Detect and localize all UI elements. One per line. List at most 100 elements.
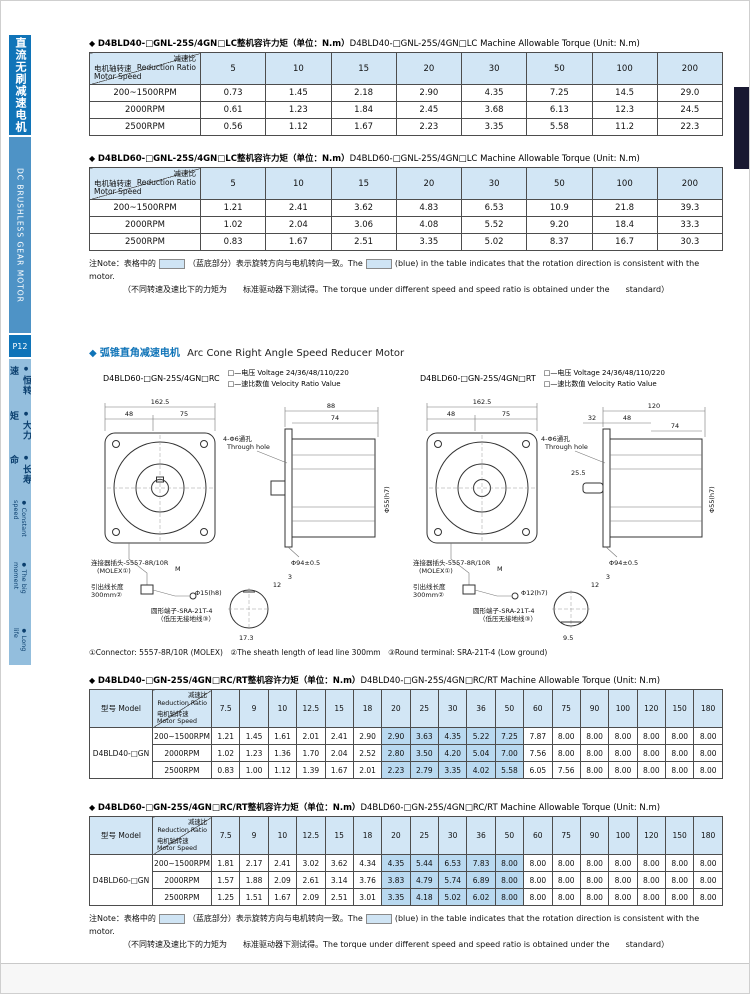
model-code: D4BLD60-□GN-25S/4GN□RT: [420, 374, 536, 384]
feature-item: 长寿命: [9, 455, 31, 494]
feature-item: Long life: [12, 628, 28, 662]
torque-value: 1.57: [210, 871, 241, 890]
torque-value: 8.00: [608, 727, 638, 746]
torque-value: 2.09: [267, 871, 298, 890]
sidebar-feature-list: 恒转速 大力矩 长寿命 Constant speed The big momen…: [9, 359, 31, 665]
torque-value: 1.12: [267, 761, 298, 780]
torque-value: 8.00: [693, 854, 723, 873]
dim-label: 25.5: [571, 469, 585, 477]
rotation-note-bottom: 注Note：表格中的（蓝底部分）表示旋转方向与电机转向一致。The(blue) …: [89, 913, 700, 949]
ratio-header: 20: [395, 167, 463, 200]
speed-row-header: 2500RPM: [152, 888, 212, 907]
torque-value: 1.84: [330, 101, 397, 119]
connector-label: (MOLEX①): [419, 567, 453, 575]
torque-value: 2.23: [395, 118, 463, 136]
torque-value: 2.01: [296, 727, 326, 746]
torque-value: 6.02: [466, 888, 496, 907]
torque-value: 1.39: [296, 761, 326, 780]
ratio-header: 50: [494, 689, 525, 729]
diamond-icon: ◆: [89, 676, 96, 686]
dim-label: 3: [606, 573, 610, 581]
hole-label: Through hole: [226, 443, 270, 451]
ratio-header: 20: [381, 816, 411, 856]
ratio-header: 7.5: [210, 816, 241, 856]
torque-value: 8.00: [693, 761, 723, 780]
torque-value: 8.00: [551, 871, 581, 890]
torque-value: 5.58: [494, 761, 525, 780]
torque-value: 8.00: [664, 854, 695, 873]
torque-value: 8.00: [579, 727, 610, 746]
dim-label: 3: [288, 573, 292, 581]
torque-value: 8.00: [636, 888, 667, 907]
torque-value: 1.25: [210, 888, 241, 907]
torque-value: 8.00: [494, 871, 525, 890]
shaft-key-label: 9.5: [563, 634, 573, 642]
torque-value: 2.17: [239, 854, 269, 873]
ratio-header: 5: [199, 167, 267, 200]
shaft-key-label: 17.3: [239, 634, 253, 642]
torque-value: 7.56: [523, 744, 553, 763]
technical-drawing-rc: 162.5 48 75 连接器插头-5557-8R/10R (MOLEX①) M…: [91, 398, 391, 642]
torque-value: 2.80: [381, 744, 411, 763]
torque-value: 3.02: [296, 854, 326, 873]
torque-value: 8.00: [664, 871, 695, 890]
connector-label: 连接器插头-5557-8R/10R: [91, 558, 169, 567]
torque-value: 8.00: [664, 727, 695, 746]
torque-value: 4.35: [437, 727, 468, 746]
dim-label: 12: [591, 581, 599, 589]
dim-label: 88: [327, 402, 335, 410]
model-code: D4BLD60-□GN-25S/4GN□RC: [103, 374, 220, 384]
connector-label: 连接器插头-5557-8R/10R: [413, 558, 491, 567]
torque-value: 39.3: [656, 199, 724, 217]
torque-value: 8.00: [636, 871, 667, 890]
dim-label: 75: [180, 410, 188, 418]
ratio-header: 200: [656, 167, 724, 200]
torque-value: 4.34: [352, 854, 383, 873]
torque-value: 5.52: [460, 216, 528, 234]
torque-value: 3.35: [395, 233, 463, 251]
torque-value: 1.23: [265, 101, 332, 119]
ratio-header: 200: [656, 52, 724, 85]
torque-value: 1.21: [210, 727, 241, 746]
torque-value: 3.62: [324, 854, 354, 873]
section-title: ◆ 弧锥直角减速电机 Arc Cone Right Angle Speed Re…: [89, 348, 405, 360]
dim-label: 48: [125, 410, 133, 418]
torque-value: 8.37: [526, 233, 593, 251]
torque-value: 5.22: [466, 727, 496, 746]
ratio-header: 15: [324, 816, 354, 856]
torque-value: 2.41: [324, 727, 354, 746]
speed-row-header: 2000RPM: [89, 101, 201, 119]
ratio-header: 90: [579, 689, 610, 729]
torque-value: 8.00: [608, 871, 638, 890]
torque-value: 8.00: [494, 854, 525, 873]
torque-value: 0.56: [199, 118, 267, 136]
torque-value: 2.45: [395, 101, 463, 119]
torque-value: 1.67: [324, 761, 354, 780]
torque-value: 0.83: [199, 233, 267, 251]
torque-value: 0.61: [199, 101, 267, 119]
ratio-header: 15: [324, 689, 354, 729]
ratio-header: 75: [551, 816, 581, 856]
torque-value: 8.00: [636, 854, 667, 873]
spigot-label: Φ55(h7): [708, 487, 716, 514]
ratio-header: 10: [265, 167, 332, 200]
lead-label: 引出线长度: [91, 582, 124, 591]
torque-value: 5.58: [526, 118, 593, 136]
hole-label: Through hole: [544, 443, 588, 451]
dim-label: 75: [502, 410, 510, 418]
torque-value: 2.90: [352, 727, 383, 746]
torque-value: 1.70: [296, 744, 326, 763]
torque-value: 10.9: [526, 199, 593, 217]
torque-value: 2.79: [409, 761, 440, 780]
torque-value: 3.83: [381, 871, 411, 890]
torque-value: 8.00: [579, 888, 610, 907]
torque-value: 8.00: [608, 888, 638, 907]
table4-title: ◆ D4BLD60-□GN-25S/4GN□RC/RT整机容许力矩（单位：N.m…: [89, 803, 661, 814]
torque-value: 8.00: [579, 761, 610, 780]
sidebar-page-number: P12: [9, 335, 31, 357]
speed-row-header: 200~1500RPM: [152, 854, 212, 873]
model-block-rt: D4BLD60-□GN-25S/4GN□RT □—电压 Voltage 24/3…: [406, 368, 723, 389]
speed-row-header: 2000RPM: [89, 216, 201, 234]
